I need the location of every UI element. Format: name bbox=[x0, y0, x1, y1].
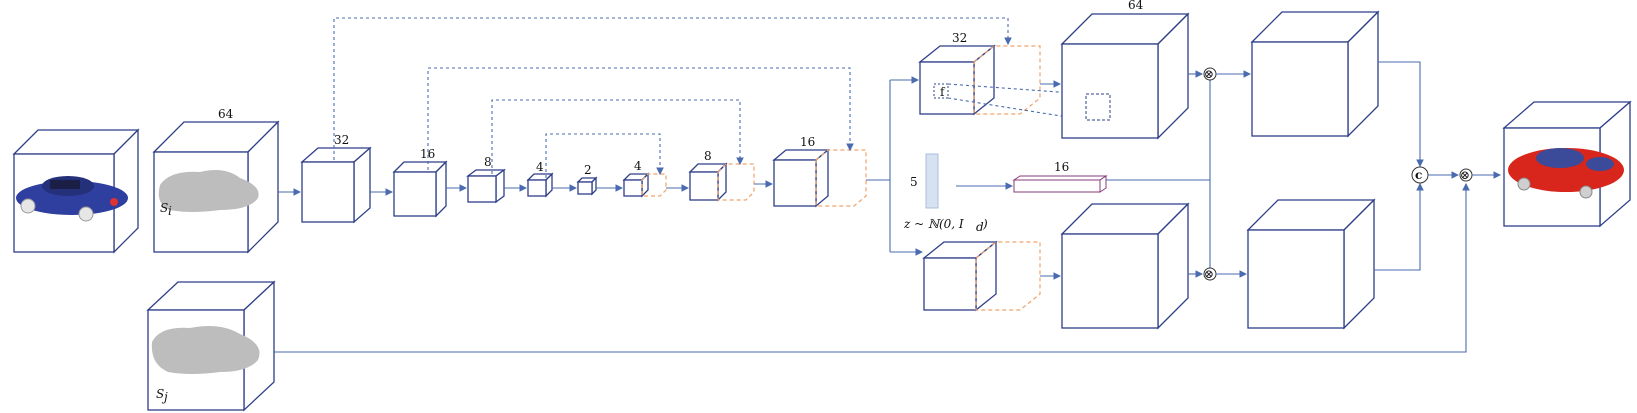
top-output-64-label: 64 bbox=[1128, 0, 1144, 12]
silhouette-sj-subscript: j bbox=[161, 390, 168, 404]
receptive-field-label: f bbox=[940, 85, 946, 99]
input-voxel-car-cube bbox=[12, 128, 140, 254]
encoder-16-label: 16 bbox=[420, 147, 435, 161]
silhouette-si-cube: S i 64 bbox=[152, 107, 280, 254]
bottom-branch-block bbox=[922, 240, 1062, 312]
silhouette-sj-label: S bbox=[156, 387, 164, 401]
top-output-block-64: 64 bbox=[1060, 0, 1190, 140]
concat-symbol: c bbox=[1415, 168, 1422, 182]
top-right-block bbox=[1250, 10, 1380, 138]
noise-formula: z ~ ℕ(0, I bbox=[903, 217, 964, 231]
top-branch-32-label: 32 bbox=[952, 31, 967, 45]
noise-formula-sub: d bbox=[976, 220, 984, 234]
forward-arrows bbox=[278, 180, 774, 196]
bottom-output-block bbox=[1060, 202, 1190, 330]
blue-car-image bbox=[16, 176, 128, 222]
encoder-block-4: 4 bbox=[526, 160, 554, 198]
bottom-multiply-node: ⊗ bbox=[1188, 267, 1248, 281]
bottom-right-block bbox=[1246, 198, 1376, 330]
encoder-32-label: 32 bbox=[334, 133, 349, 147]
concat-node: c bbox=[1374, 61, 1460, 271]
decoder-16-label: 16 bbox=[800, 135, 815, 149]
top-multiply-symbol: ⊗ bbox=[1204, 67, 1214, 81]
skip-connections bbox=[333, 17, 1012, 178]
encoder-4-label: 4 bbox=[536, 160, 544, 174]
encoder-8-label: 8 bbox=[484, 155, 492, 169]
silhouette-si-subscript: i bbox=[168, 204, 172, 218]
encoder-block-16: 16 bbox=[392, 147, 448, 218]
input-channels-label: 64 bbox=[218, 107, 234, 121]
noise-formula-end: ) bbox=[982, 217, 988, 231]
silhouette-si-label: S bbox=[160, 201, 168, 215]
receptive-field-large bbox=[1085, 93, 1111, 121]
top-multiply-node: ⊗ bbox=[1188, 67, 1252, 81]
bottleneck-2-label: 2 bbox=[584, 163, 592, 177]
decoder-4-label: 4 bbox=[634, 159, 642, 173]
noise-vector-z bbox=[925, 153, 939, 209]
noise-embedding-label: 16 bbox=[1054, 160, 1069, 174]
encoder-block-32: 32 bbox=[300, 133, 372, 224]
noise-embedding bbox=[1013, 179, 1101, 193]
decoder-block-16: 16 bbox=[772, 135, 867, 208]
silhouette-si-shape bbox=[158, 170, 259, 212]
silhouette-sj-shape bbox=[151, 326, 260, 374]
final-multiply-symbol: ⊗ bbox=[1460, 168, 1470, 182]
encoder-block-8: 8 bbox=[466, 155, 506, 204]
receptive-field-small bbox=[933, 83, 949, 99]
decoder-8-label: 8 bbox=[704, 149, 712, 163]
decoder-block-8: 8 bbox=[688, 149, 755, 202]
output-voxel-car-cube bbox=[1502, 100, 1632, 228]
red-car-image bbox=[1508, 148, 1624, 199]
decoder-block-4: 4 bbox=[622, 159, 667, 198]
noise-dim-label: 5 bbox=[910, 175, 918, 189]
bottom-multiply-symbol: ⊗ bbox=[1204, 267, 1214, 281]
noise-branch: 5 z ~ ℕ(0, I d ) 16 bbox=[903, 80, 1211, 268]
branch-split bbox=[866, 76, 924, 256]
bottleneck-block-2: 2 bbox=[576, 163, 598, 196]
silhouette-sj-cube: S j bbox=[146, 280, 276, 412]
final-multiply-node: ⊗ bbox=[274, 168, 1502, 353]
